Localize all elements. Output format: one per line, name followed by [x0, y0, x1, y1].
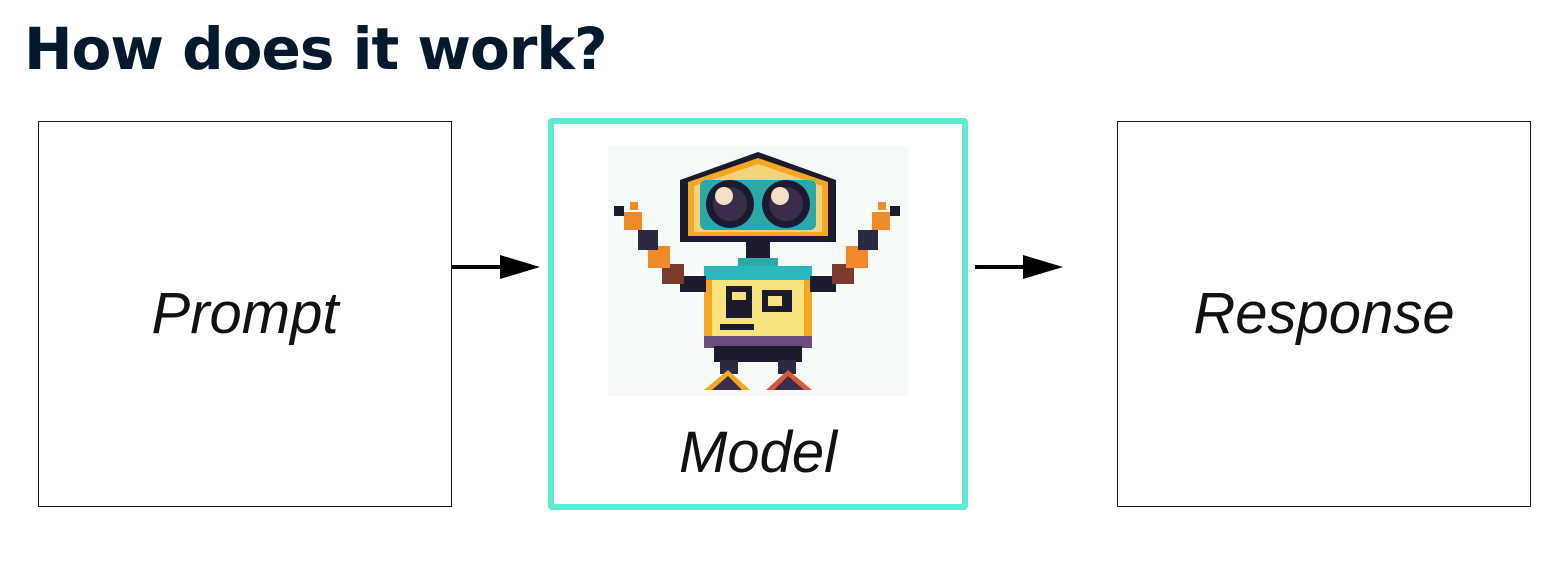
- model-box: Model: [548, 118, 968, 510]
- arrow-prompt-to-model: [452, 255, 540, 279]
- model-label: Model: [679, 420, 837, 485]
- response-box: Response: [1117, 121, 1531, 507]
- prompt-label: Prompt: [151, 281, 339, 346]
- page-title: How does it work?: [24, 15, 608, 83]
- response-label: Response: [1193, 281, 1455, 346]
- prompt-box: Prompt: [38, 121, 452, 507]
- arrow-model-to-response: [975, 255, 1063, 279]
- robot-icon: [608, 146, 908, 396]
